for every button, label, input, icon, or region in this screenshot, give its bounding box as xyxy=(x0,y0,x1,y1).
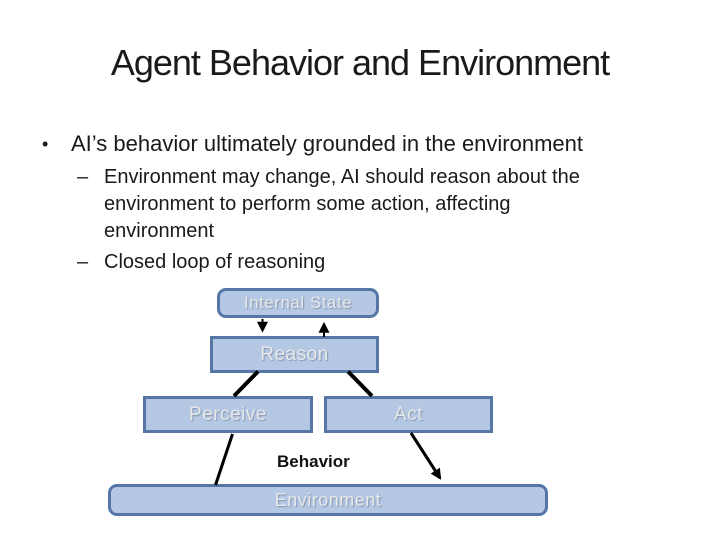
connector-reason-act xyxy=(346,370,374,398)
slide-title: Agent Behavior and Environment xyxy=(110,42,610,83)
bullet-text: AI’s behavior ultimately grounded in the… xyxy=(71,131,584,156)
node-environment: Environment xyxy=(108,484,548,516)
sub-bullet-text: Closed loop of reasoning xyxy=(104,251,326,273)
node-reason: Reason xyxy=(210,336,379,373)
connector-perceive-environment xyxy=(214,433,234,486)
behavior-label: Behavior xyxy=(277,452,350,471)
connector-reason-perceive xyxy=(232,370,260,398)
bullet-marker: • xyxy=(42,134,49,154)
sub-bullet-text: Environment may change, AI should reason… xyxy=(104,166,580,242)
node-perceive: Perceive xyxy=(143,396,313,433)
sub-bullet-item: – Environment may change, AI should reas… xyxy=(77,164,682,245)
arrow-act-to-environment xyxy=(409,432,442,480)
dash-marker: – xyxy=(77,251,89,273)
bullet-item: • AI’s behavior ultimately grounded in t… xyxy=(42,130,682,158)
dash-marker: – xyxy=(77,166,89,188)
node-internal-state: Internal State xyxy=(217,288,379,318)
node-act: Act xyxy=(324,396,493,433)
bullet-list: • AI’s behavior ultimately grounded in t… xyxy=(42,130,682,280)
sub-bullet-item: – Closed loop of reasoning xyxy=(77,249,682,276)
